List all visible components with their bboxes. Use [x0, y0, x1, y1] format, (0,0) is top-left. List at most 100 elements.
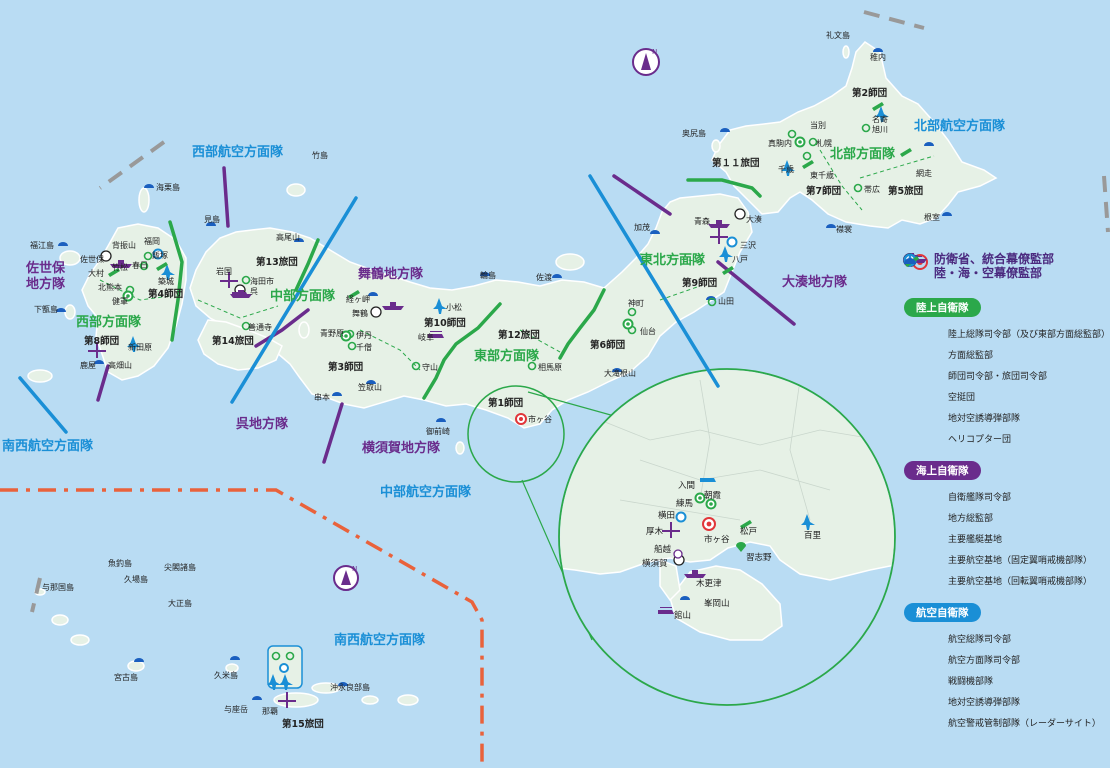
radar-icon — [294, 238, 304, 242]
sam-icon — [802, 160, 814, 169]
inset-kanto-land — [560, 370, 894, 581]
inset-iruma: 入間 — [678, 481, 695, 491]
awaji-island — [298, 321, 310, 339]
sam-icon — [900, 148, 912, 157]
kyushu — [81, 223, 187, 381]
inset-nerima: 練馬 — [676, 498, 693, 509]
label-d1: 第1師団 — [488, 397, 523, 409]
place-hachinohe: 八戸 — [732, 255, 748, 264]
division-hq-icon — [347, 341, 357, 351]
place-rebun: 礼文島 — [826, 30, 850, 40]
legend: 防衛省、統合幕僚監部 陸・海・空幕僚監部 陸上自衛隊 陸上総隊司令部（及び東部方… — [902, 252, 1110, 733]
purple-boundary-4 — [322, 402, 344, 464]
label-southwestern-air-bottom: 南西航空方面隊 — [334, 632, 426, 648]
legend-asdf-title: 航空自衛隊 — [904, 603, 981, 622]
helicopter-icon — [700, 478, 716, 482]
legend-gsdf-title: 陸上自衛隊 — [904, 298, 981, 317]
patrol-aircraft-icon — [278, 692, 296, 708]
place-fukuejima: 福江島 — [30, 240, 54, 250]
fighter-jet-icon — [267, 674, 281, 690]
label-d9: 第9師団 — [682, 277, 717, 289]
sam-icon — [722, 266, 734, 275]
radar-icon — [368, 292, 378, 296]
radar-icon — [942, 212, 952, 216]
miyako-island — [127, 660, 145, 672]
label-northeastern-army: 東北方面隊 — [640, 252, 706, 268]
place-takahatayama: 高畑山 — [108, 360, 132, 370]
label-d7: 第7師団 — [806, 185, 841, 197]
radar-icon — [650, 230, 660, 234]
patrol-aircraft-icon — [903, 253, 942, 568]
ship-icon — [382, 302, 404, 310]
blue-boundary-3 — [588, 174, 720, 388]
place-iizuka: 飯塚 — [152, 250, 168, 260]
place-takeshima: 竹島 — [312, 150, 328, 160]
label-d8: 第8師団 — [84, 335, 119, 347]
inset-boso-land — [669, 565, 783, 641]
legend-gsdf: 陸上自衛隊 陸上総隊司令部（及び東部方面総監部） 方面総監部 師団司令部・旅団司… — [902, 253, 1110, 449]
anchor-icon — [100, 250, 112, 262]
place-takematsu: 竹松 — [112, 262, 128, 272]
army-hq-icon — [698, 496, 702, 500]
helicopter-icon — [428, 331, 444, 338]
place-nemuro: 根室 — [924, 212, 940, 222]
label-ominato: 大湊地方隊 — [782, 274, 848, 290]
division-hq-icon — [285, 651, 295, 661]
label-kure: 呉地方隊 — [236, 416, 289, 432]
division-hq-icon — [802, 151, 812, 161]
division-hq-icon — [139, 261, 149, 271]
radar-icon — [206, 222, 216, 226]
place-tsuiki: 築城 — [158, 276, 174, 286]
radar-icon — [94, 360, 104, 364]
radar-icon — [56, 308, 66, 312]
ministry-hq-icon — [519, 417, 523, 421]
army-hq-icon — [798, 140, 802, 144]
label-d12: 第12旅団 — [498, 329, 540, 341]
fighter-jet-icon — [161, 264, 175, 280]
radar-icon — [230, 656, 240, 660]
parachute-icon — [903, 255, 942, 405]
amami-island — [397, 694, 419, 706]
izu-island — [455, 441, 465, 455]
purple-boundary-3 — [254, 308, 310, 348]
place-asahikawa: 旭川 — [872, 124, 888, 134]
land-masses — [27, 41, 998, 708]
place-kengun: 健軍 — [112, 296, 128, 306]
radar-icon — [58, 242, 68, 246]
gray-dashed-borders — [30, 10, 1110, 613]
label-d13: 第13旅団 — [256, 256, 298, 268]
tsushima-island — [138, 187, 150, 213]
green-boundary-2 — [294, 238, 320, 292]
radar-icon — [680, 596, 690, 600]
place-kamo: 加茂 — [634, 222, 650, 232]
north-arrow-icon: N — [632, 48, 660, 76]
inset-ichigaya: 市ヶ谷 — [704, 534, 730, 545]
army-hq-icon — [626, 322, 630, 326]
fighter-jet-icon — [279, 674, 293, 690]
label-d3: 第3師団 — [328, 361, 363, 373]
purple-boundary-5 — [612, 174, 672, 216]
legend-msdf: 海上自衛隊 自衛艦隊司令部 地方総監部 主要艦艇基地 主要航空基地（固定翼哨戒機… — [902, 253, 1108, 591]
label-sasebo-1: 佐世保 — [25, 260, 66, 276]
label-d6: 第6師団 — [590, 339, 625, 351]
purple-boundary-1 — [96, 364, 110, 402]
inset-tateyama: 館山 — [674, 610, 691, 621]
inset-funakoshi: 船越 — [654, 544, 672, 555]
label-northern-air: 北部航空方面隊 — [914, 118, 1006, 134]
place-naha: 那覇 — [262, 707, 278, 716]
place-yonaguni: 与那国島 — [42, 582, 74, 592]
label-d10: 第10師団 — [424, 317, 466, 329]
radar-icon — [144, 184, 154, 188]
place-gifu: 岐阜 — [418, 332, 434, 342]
division-hq-icon — [787, 129, 797, 139]
inset-yokosuka: 横須賀 — [642, 558, 668, 569]
markers — [56, 48, 952, 708]
label-eastern-army: 東部方面隊 — [474, 348, 540, 364]
army-hq-icon — [709, 502, 713, 506]
sam-icon — [740, 520, 752, 529]
purple-boundary-6 — [716, 260, 796, 326]
label-d11: 第１１旅団 — [712, 157, 760, 169]
rotary-patrol-icon — [904, 256, 942, 589]
fighter-jet-icon — [903, 253, 942, 689]
